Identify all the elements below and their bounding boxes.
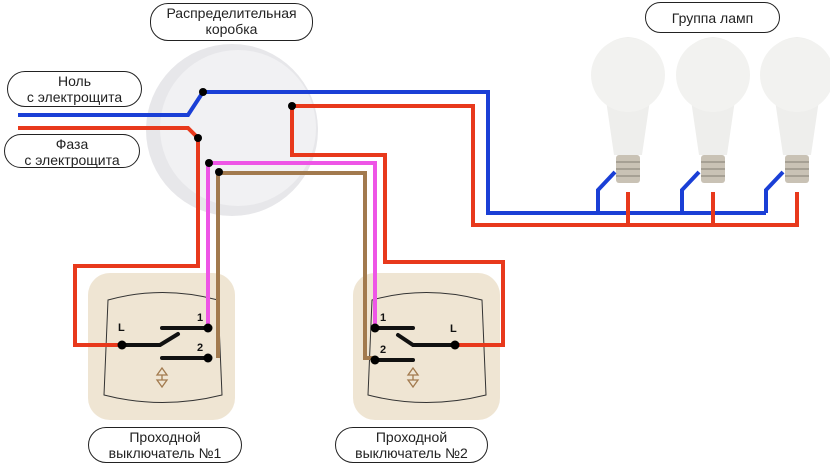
label-line: Проходной <box>129 429 201 445</box>
traveler-1-wire <box>206 161 377 328</box>
switch-1-terminal-l: L <box>118 322 125 334</box>
switch-2-terminal-1: 1 <box>380 312 387 324</box>
lamp-phase-wire <box>292 104 799 227</box>
switch-1-terminal-2: 2 <box>197 342 204 354</box>
junction-dots <box>117 88 460 365</box>
switch-1-contacts <box>120 326 210 360</box>
switch-1-terminal-1: 1 <box>197 312 204 324</box>
neutral-lamp1 <box>596 170 617 213</box>
updown-arrow-icon <box>155 366 169 389</box>
lamp-2 <box>676 37 750 183</box>
label-line: выключатель №1 <box>108 445 222 461</box>
phase-wire <box>18 126 200 347</box>
switch-2-label: Проходной выключатель №2 <box>335 427 488 463</box>
label-line: Группа ламп <box>671 10 754 26</box>
junction-box-label: Распределительная коробка <box>150 3 313 41</box>
label-line: Фаза <box>55 136 89 152</box>
switch-1-label: Проходной выключатель №1 <box>88 427 242 463</box>
switch-2-terminal-2: 2 <box>380 344 387 356</box>
switch-1-plate <box>88 273 235 420</box>
neutral-wire <box>18 90 766 215</box>
label-line: коробка <box>205 21 258 37</box>
label-line: Проходной <box>375 429 448 445</box>
lamp-group-label: Группа ламп <box>645 2 780 33</box>
lamp-group <box>591 37 830 183</box>
switch2-phase-wire <box>290 106 505 347</box>
label-line: с электрощита <box>24 152 120 168</box>
switch-2-terminal-l: L <box>450 323 457 335</box>
lamp-1 <box>591 37 665 183</box>
neutral-lamp2 <box>680 170 701 213</box>
switch-2-contacts <box>373 326 457 362</box>
label-line: Ноль <box>57 73 92 89</box>
phase-label: Фаза с электрощита <box>4 134 140 168</box>
updown-arrow-icon <box>406 366 420 389</box>
traveler-2-wire <box>216 171 375 360</box>
label-line: выключатель №2 <box>355 445 468 461</box>
label-line: Распределительная <box>166 5 297 21</box>
lamp-3 <box>760 37 830 183</box>
label-line: с электрощита <box>26 89 123 105</box>
neutral-label: Ноль с электрощита <box>7 71 142 107</box>
neutral-lamp3 <box>764 170 785 213</box>
